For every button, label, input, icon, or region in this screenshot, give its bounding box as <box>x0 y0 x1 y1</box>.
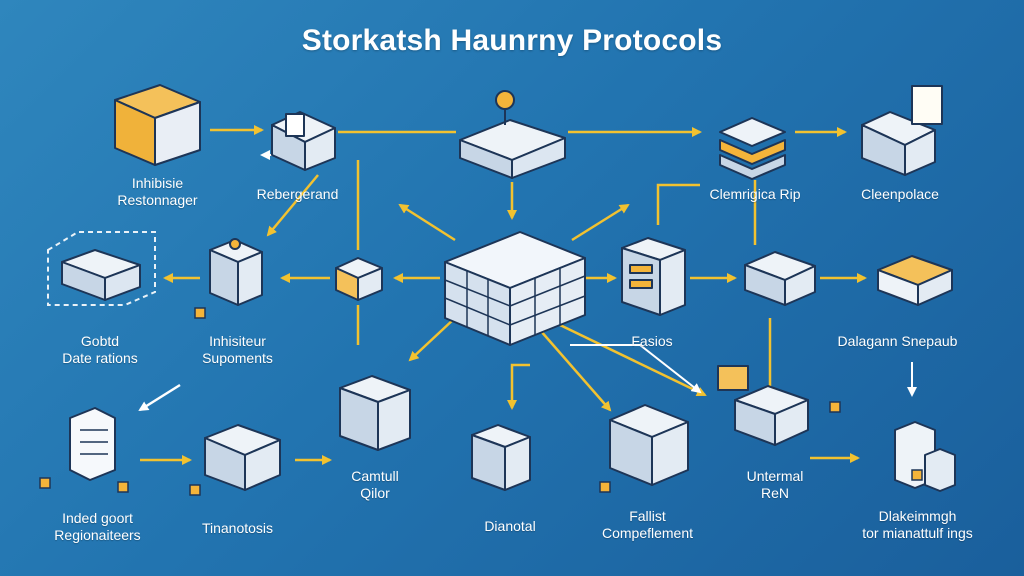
arrow-n3-down <box>656 183 700 225</box>
locker-icon <box>609 404 689 486</box>
cabinet-icon <box>209 238 263 306</box>
stack-icon <box>339 375 411 451</box>
arrow-center-white <box>570 344 702 394</box>
device-icon <box>61 249 141 301</box>
label-clemrigica: Clemrigica Rip <box>709 186 801 202</box>
arrow-center-ne <box>571 203 630 242</box>
rack-icon <box>621 237 686 316</box>
small-cube-icon <box>335 257 383 301</box>
arrow-n2-down <box>266 174 319 237</box>
label-cleenpolace: Cleenpolace <box>861 186 939 202</box>
arrow-center-dianotal <box>507 363 530 410</box>
arrow-center-se <box>559 323 707 397</box>
open-box-icon <box>204 424 281 491</box>
label-dianotal: Dianotal <box>484 518 536 534</box>
processor-icon <box>271 111 336 171</box>
package-icon <box>114 84 201 166</box>
arrow-center-sw <box>408 317 456 362</box>
server-icon <box>861 85 943 176</box>
label-dalagann: Dalagann Snepaub <box>837 333 958 349</box>
stacked-chip-icon <box>719 117 786 180</box>
bottles-icon <box>894 421 956 492</box>
tray-icon <box>459 90 566 179</box>
arrow-center-s <box>539 329 612 412</box>
label-rebergerand: Rebergerand <box>256 186 339 202</box>
storage-cube-icon <box>444 231 586 346</box>
cabinet-dark-icon <box>471 424 531 491</box>
diagram-title: Storkatsh Haunrny Protocols <box>301 24 723 57</box>
safe-icon <box>877 255 953 306</box>
terminal-icon <box>717 365 809 446</box>
label-tinanotosis: Tinanotosis <box>201 520 274 536</box>
module-icon <box>744 251 816 306</box>
documents-icon <box>69 407 116 481</box>
dashed-frame-n5 <box>47 231 156 306</box>
arrow-n6-n5-diag <box>138 383 181 412</box>
label-fasios: Fasios <box>631 333 673 349</box>
arrow-center-nw <box>398 203 456 242</box>
